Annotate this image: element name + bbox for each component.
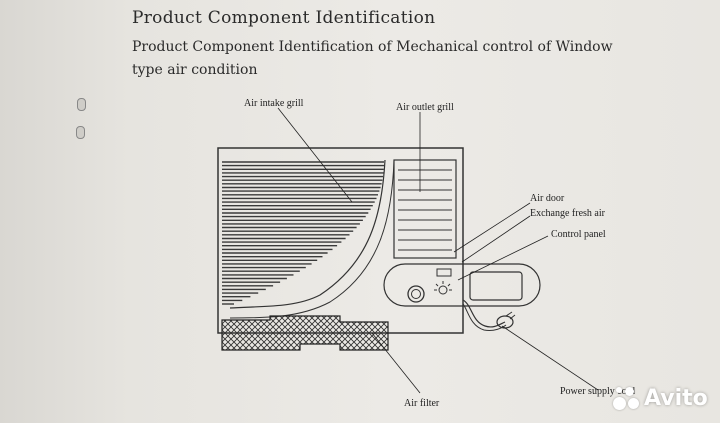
control-panel-window — [469, 271, 523, 301]
label-air-filter: Air filter — [404, 398, 440, 409]
label-air-intake-grill: Air intake grill — [244, 98, 304, 109]
label-air-outlet-grill: Air outlet grill — [396, 102, 454, 113]
binder-hole-bottom — [76, 126, 85, 139]
power-cord — [462, 299, 506, 328]
label-air-door: Air door — [530, 193, 565, 204]
air-intake-grill — [222, 161, 384, 305]
fresh-air-lever-icon — [434, 281, 452, 295]
control-knob — [407, 285, 425, 303]
air-outlet-louvers — [398, 169, 452, 251]
label-exchange-fresh-air: Exchange fresh air — [530, 208, 606, 219]
avito-logo-icon — [613, 385, 639, 411]
leader-lines — [277, 107, 599, 394]
watermark-text: Avito — [644, 385, 708, 411]
label-control-panel: Control panel — [551, 229, 606, 240]
intake-boundary-curve — [229, 159, 386, 309]
page-title: Product Component Identification — [132, 8, 436, 28]
control-panel-housing — [383, 263, 541, 307]
control-knob-inner — [411, 289, 421, 299]
air-door-lever — [436, 268, 452, 277]
label-power-supply-cord: Power supply cord — [560, 386, 635, 397]
binder-hole-top — [77, 98, 86, 111]
air-outlet-grill — [393, 159, 457, 259]
page-subtitle: Product Component Identification of Mech… — [132, 39, 613, 78]
air-filter — [221, 315, 389, 351]
intake-boundary-inner-curve — [229, 159, 395, 319]
watermark-badge: Avito — [613, 385, 708, 411]
